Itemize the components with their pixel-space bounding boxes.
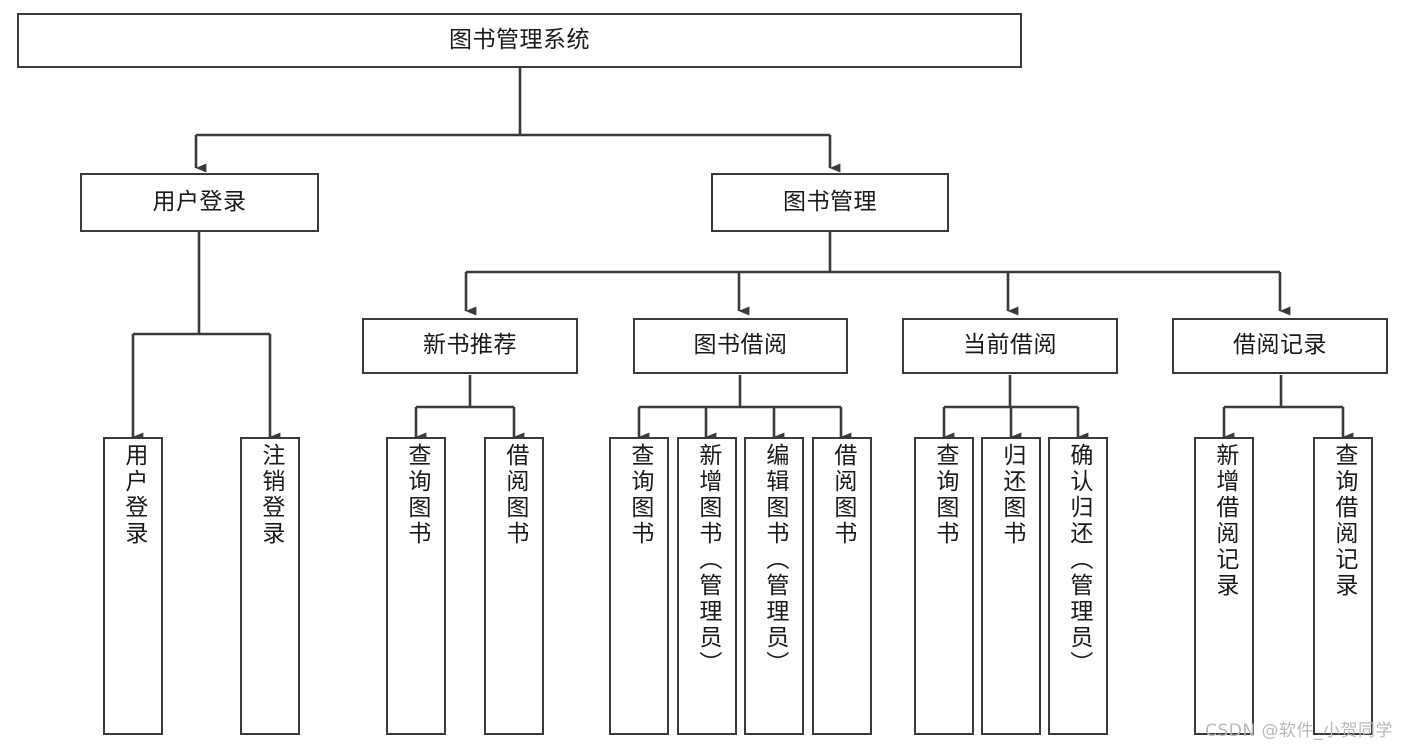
- node-leaf-user-login[interactable]: 用户登录: [103, 437, 163, 735]
- node-book-borrow[interactable]: 图书借阅: [633, 318, 848, 374]
- node-leaf-add-book-admin[interactable]: 新增图书（管理员）: [677, 437, 737, 735]
- node-leaf-edit-book-admin-label: 编辑图书（管理员）: [761, 443, 788, 677]
- node-leaf-borrow-book-2[interactable]: 借阅图书: [812, 437, 872, 735]
- node-leaf-logout[interactable]: 注销登录: [240, 437, 300, 735]
- node-borrow-records[interactable]: 借阅记录: [1172, 318, 1388, 374]
- node-leaf-query-book-2[interactable]: 查询图书: [609, 437, 669, 735]
- node-new-book-recommend[interactable]: 新书推荐: [362, 318, 578, 374]
- node-leaf-confirm-return-admin-label: 确认归还（管理员）: [1065, 443, 1092, 677]
- node-leaf-logout-label: 注销登录: [257, 443, 284, 547]
- node-leaf-add-borrow-record[interactable]: 新增借阅记录: [1194, 437, 1254, 735]
- node-leaf-borrow-book-1-label: 借阅图书: [501, 443, 528, 547]
- node-leaf-return-book[interactable]: 归还图书: [981, 437, 1041, 735]
- node-leaf-add-book-admin-label: 新增图书（管理员）: [694, 443, 721, 677]
- node-book-management[interactable]: 图书管理: [711, 173, 949, 232]
- node-book-management-label: 图书管理: [783, 188, 877, 215]
- node-user-login[interactable]: 用户登录: [80, 173, 319, 232]
- node-leaf-query-borrow-record[interactable]: 查询借阅记录: [1313, 437, 1373, 735]
- node-leaf-query-book-3[interactable]: 查询图书: [914, 437, 974, 735]
- node-new-book-recommend-label: 新书推荐: [423, 332, 517, 359]
- node-current-borrow[interactable]: 当前借阅: [902, 318, 1118, 374]
- node-book-borrow-label: 图书借阅: [693, 332, 788, 359]
- node-leaf-add-borrow-record-label: 新增借阅记录: [1211, 443, 1238, 599]
- node-leaf-query-book-3-label: 查询图书: [931, 443, 958, 547]
- node-leaf-query-book-1[interactable]: 查询图书: [386, 437, 446, 735]
- node-root[interactable]: 图书管理系统: [17, 13, 1022, 68]
- node-leaf-borrow-book-2-label: 借阅图书: [829, 443, 856, 547]
- node-root-label: 图书管理系统: [449, 26, 590, 53]
- node-leaf-edit-book-admin[interactable]: 编辑图书（管理员）: [744, 437, 804, 735]
- node-leaf-borrow-book-1[interactable]: 借阅图书: [484, 437, 544, 735]
- node-user-login-label: 用户登录: [152, 188, 247, 215]
- node-borrow-records-label: 借阅记录: [1233, 332, 1327, 359]
- node-leaf-query-borrow-record-label: 查询借阅记录: [1330, 443, 1357, 599]
- node-leaf-return-book-label: 归还图书: [998, 443, 1025, 547]
- node-current-borrow-label: 当前借阅: [963, 332, 1057, 359]
- node-leaf-query-book-2-label: 查询图书: [626, 443, 653, 547]
- node-leaf-user-login-label: 用户登录: [120, 443, 147, 547]
- node-leaf-confirm-return-admin[interactable]: 确认归还（管理员）: [1048, 437, 1108, 735]
- node-leaf-query-book-1-label: 查询图书: [403, 443, 430, 547]
